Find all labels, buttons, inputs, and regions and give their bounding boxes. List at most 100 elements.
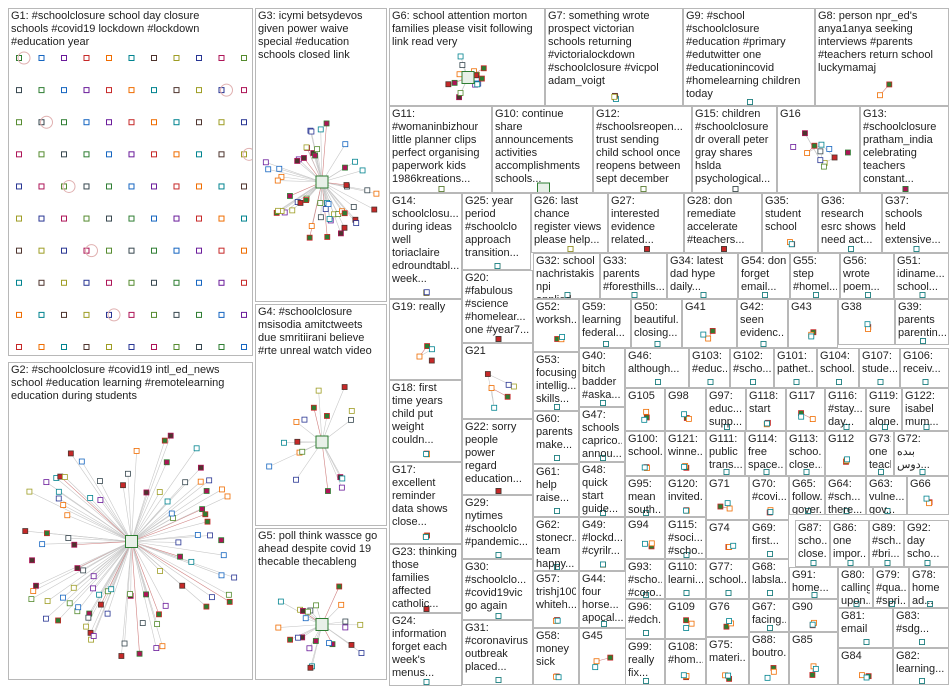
group-label: G19: really [392,301,459,314]
network-node [718,504,723,509]
network-node [316,388,321,393]
network-node [140,621,145,626]
network-node [174,280,179,285]
group-g89: G89: #sch... #bri... [869,520,904,567]
network-node [733,187,738,192]
group-g27: G27: interested evidence related... [608,193,684,253]
group-g13: G13: #schoolclosure pratham_india celebr… [860,106,949,193]
network-node [429,347,434,352]
group-label: G82: learning... [896,650,946,676]
network-node [174,248,179,253]
network-node [325,234,330,239]
network-node [27,489,32,494]
group-label: G7: something wrote prospect victorian s… [548,10,680,88]
group-g38: G38 [838,299,895,345]
network-node [309,224,314,229]
network-node [17,345,22,350]
network-node [307,235,312,240]
network-node [174,312,179,317]
group-label: G33: parents #foresthills... [603,255,664,294]
network-node [496,489,501,494]
network-node [307,646,312,651]
network-node [555,618,560,623]
network-node [17,216,22,221]
group-label: G73: one teach... [869,433,891,472]
network-node [914,247,919,252]
network-node [266,167,271,172]
network-node [849,247,854,252]
network-node [810,622,815,627]
group-g50: G50: beautiful... closing... [631,299,682,348]
group-label: G85 [792,634,835,647]
group-g14: G14: schoolclosu... during ideas well to… [389,193,462,299]
group-label: G10: continue share announcements activi… [495,108,590,186]
network-node [318,201,323,206]
network-node [511,384,516,389]
network-node [221,553,226,558]
group-g79: G79: #qua... #spri... [873,567,909,608]
network-node [458,90,463,95]
group-g85: G85 [789,632,838,685]
network-node [452,80,457,85]
network-node [458,54,463,59]
network-node [768,552,773,557]
network-node [645,247,650,252]
group-g88: G88: boutro... [749,632,789,685]
group-label: G118: start [749,390,783,416]
network-node [56,496,61,501]
group-g29: G29: nytimes #schoolclo #pandemic... [462,495,533,559]
group-g76: G76 [706,599,749,637]
network-node [119,653,124,658]
network-node [129,56,134,61]
network-node [457,72,462,77]
network-node [128,592,133,597]
network-node [342,165,347,170]
network-node [649,541,654,546]
group-label: G120: invited... [668,478,703,504]
group-g116: G116: #stay... day... [825,388,866,431]
network-node [219,152,224,157]
network-node [681,673,686,678]
network-node [40,542,45,547]
network-node [644,631,649,636]
network-node [207,478,212,483]
group-label: G40: bitch badder #aska... [582,350,622,402]
group-g11: G11: #womaninbizhour little planner clip… [389,106,492,193]
group-label: G37: schools held extensive... [885,195,946,247]
network-node [424,452,429,457]
group-g35: G35: student school [762,193,818,253]
network-node [827,146,832,151]
network-node [169,511,174,516]
group-label: G71 [709,478,746,491]
network-node [294,419,299,424]
group-label: G75: materi... [709,639,746,665]
network-node [642,465,647,470]
network-node [129,345,134,350]
group-label: G105 [628,390,662,403]
network-node [555,509,560,514]
network-node [608,655,613,660]
network-node [768,591,773,596]
network-node [727,506,732,511]
network-node [39,152,44,157]
network-node [439,187,444,192]
group-label: G45 [582,630,624,643]
network-node [152,280,157,285]
group-label: G67: facing... [752,601,786,627]
group-g80: G80: calling upon... [838,567,873,608]
group-g28: G28: don remediate accelerate #teachers.… [684,193,762,253]
group-label: G8: person npr_ed's anya1anya seeking in… [818,10,946,75]
network-node [176,540,181,545]
network-node [107,56,112,61]
network-node [278,599,283,604]
network-node [137,651,142,656]
network-node [845,150,850,155]
group-g7: G7: something wrote prospect victorian s… [545,8,683,106]
group-g32: G32: school nachristakis npi applied... [533,253,600,299]
group-g70: G70: #covi... [749,476,789,520]
network-node [555,456,560,461]
group-g81: G81: email [838,608,893,648]
network-node [178,554,183,559]
self-loop [108,309,120,321]
group-label: G20: #fabulous #science #homelear... one… [465,272,530,337]
